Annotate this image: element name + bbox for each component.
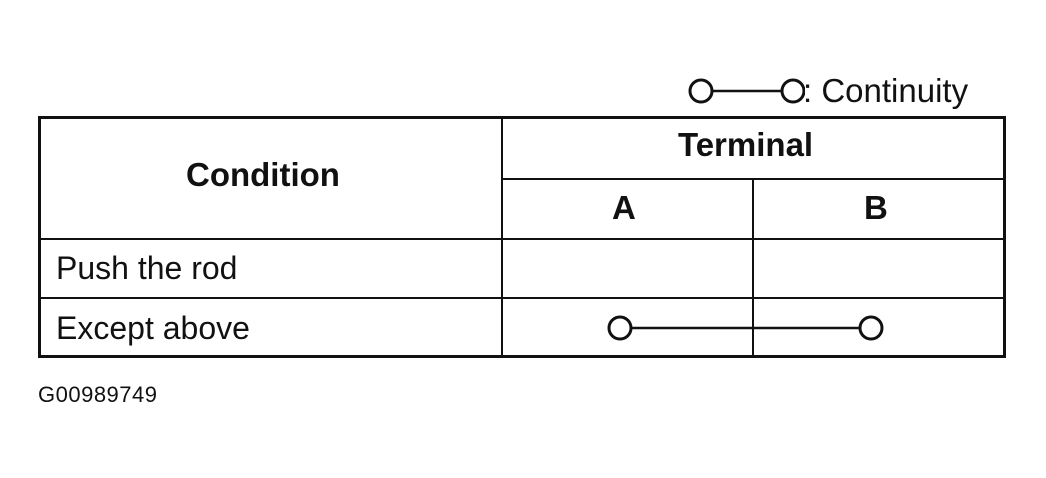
- continuity-table: Condition Terminal A B Push the rod Exce…: [38, 116, 1006, 358]
- legend-label: : Continuity: [803, 72, 969, 109]
- continuity-symbol-icon: [688, 78, 805, 104]
- terminal-a-node-icon: [607, 315, 633, 341]
- row-label-except-above: Except above: [56, 310, 250, 346]
- continuity-marks: [607, 315, 884, 341]
- table-grid: [38, 116, 1006, 358]
- figure-code: G00989749: [38, 382, 158, 407]
- header-terminal-b: B: [864, 189, 888, 226]
- row-label-push-the-rod: Push the rod: [56, 250, 238, 286]
- header-terminal: Terminal: [678, 126, 814, 163]
- continuity-legend: : Continuity: [685, 70, 1015, 112]
- header-terminal-a: A: [612, 189, 636, 226]
- header-condition: Condition: [186, 156, 340, 193]
- terminal-b-node-icon: [858, 315, 884, 341]
